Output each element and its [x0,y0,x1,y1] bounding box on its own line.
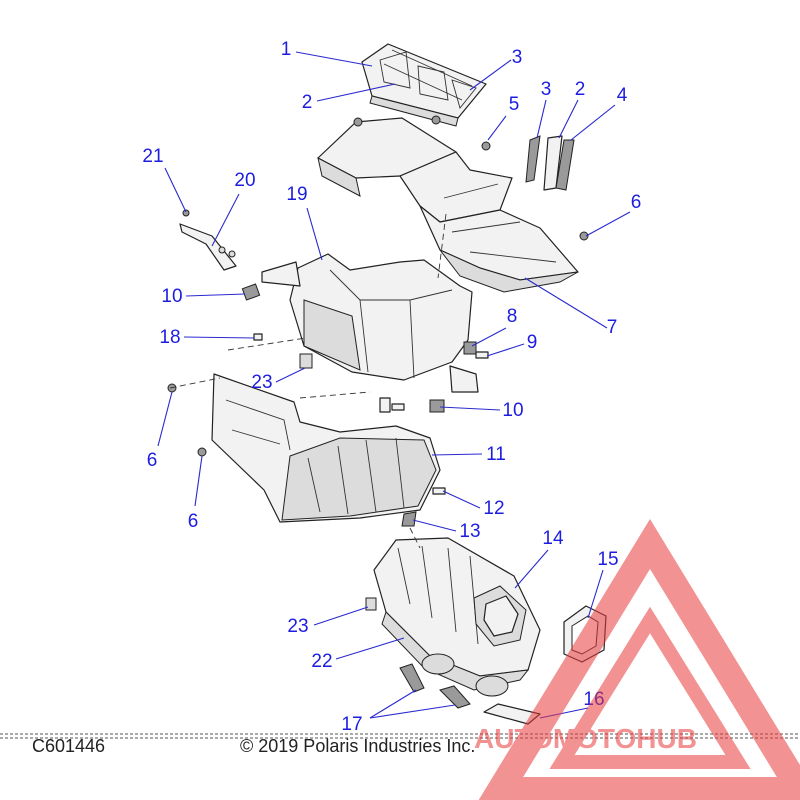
watermark-logo: AUTOMOTOHUB [474,519,800,800]
parts-artwork [167,43,607,725]
main-housing-part [261,253,479,393]
callout-c18: 18 [159,327,180,348]
leader-line-c13 [412,519,457,532]
leader-line-c10b [439,406,501,411]
leader-line-c11 [431,453,483,456]
leader-line-c23a [275,367,306,383]
lower-duct-part [211,373,441,523]
callout-c17: 17 [341,714,362,735]
callout-c6c: 6 [188,511,199,532]
copyright-text: © 2019 Polaris Industries Inc. [240,736,475,756]
callout-c2a: 2 [302,92,313,113]
leader-line-c17 [369,689,417,719]
callout-c11: 11 [486,444,506,465]
bracket-part [179,209,237,271]
callout-c21: 21 [142,146,163,167]
leader-line-c22 [335,637,405,660]
leader-line-l17b [369,704,456,719]
leader-line-c6c [194,455,203,507]
leader-line-c23b [313,606,369,626]
callout-c8: 8 [507,306,518,327]
footer: C601446 © 2019 Polaris Industries Inc. [0,733,800,756]
callout-c6b: 6 [147,450,158,471]
top-duct-grille-part [361,43,487,127]
leader-line-c3a [469,59,512,91]
leader-line-c8 [471,327,507,347]
callout-c15: 15 [597,549,618,570]
callout-c3a: 3 [512,47,523,68]
callout-c1: 1 [281,39,292,60]
clamp-parts [399,663,471,709]
callout-c4: 4 [617,85,628,106]
leader-line-c15 [587,569,604,619]
callout-c23b: 23 [287,616,308,637]
leader-line-c20 [211,193,240,247]
callout-c10b: 10 [502,400,523,421]
callout-c23a: 23 [251,372,272,393]
callout-c12: 12 [483,498,504,519]
part-code: C601446 [32,736,105,756]
callout-c7: 7 [607,317,618,338]
callout-c9: 9 [527,332,538,353]
leader-line-c2a [316,83,396,102]
filter-box-part [373,537,541,697]
side-strips-part [525,135,575,191]
callout-c13: 13 [459,521,480,542]
callout-c10a: 10 [161,286,182,307]
callout-c19: 19 [286,184,307,205]
upper-cover-part [317,117,579,293]
leader-line-c2b [558,99,579,139]
leader-line-c21 [164,167,187,213]
leader-line-c4 [570,104,616,141]
callout-c20: 20 [234,170,255,191]
leader-line-c7 [524,277,608,329]
callout-c5: 5 [509,94,520,115]
leader-line-c5 [487,115,507,141]
leader-line-c18 [183,336,255,339]
leader-line-c3b [536,99,547,139]
leader-line-c1 [295,51,373,67]
callout-c22: 22 [311,651,332,672]
leader-line-c14 [514,549,549,589]
leader-line-c12 [442,490,481,509]
leader-line-c19 [306,207,323,261]
callout-c14: 14 [542,528,564,549]
leader-line-c6b [157,391,173,447]
callout-c6a: 6 [631,192,642,213]
leader-line-c9 [486,343,525,357]
callout-c2b: 2 [575,79,586,100]
leader-line-c6a [585,211,631,237]
callout-c3b: 3 [541,79,552,100]
hardware-parts [167,115,589,642]
assembly-alignment-lines [169,213,447,549]
watermark-text: AUTOMOTOHUB [474,723,697,754]
leader-line-c10a [185,293,246,297]
callout-leaders [157,51,631,719]
